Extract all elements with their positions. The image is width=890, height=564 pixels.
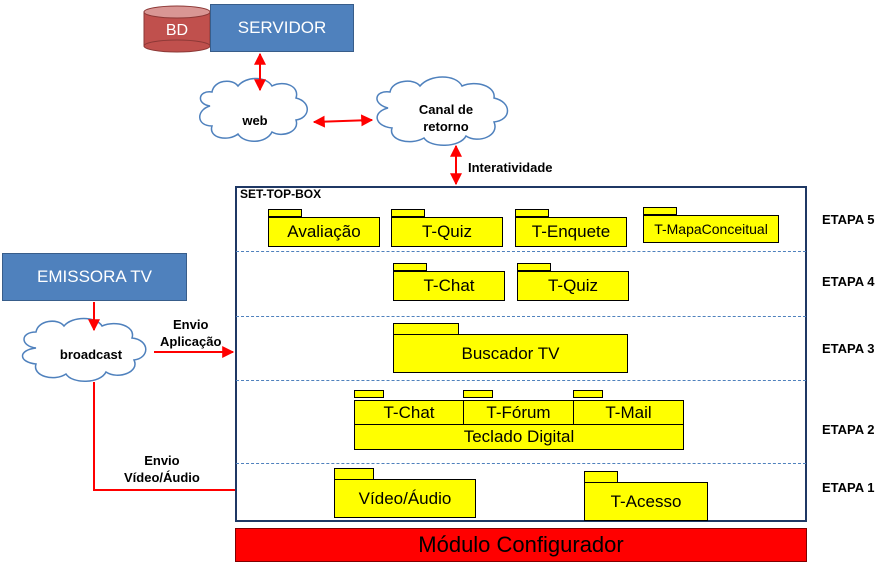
package-tquiz-etapa5: T-Quiz [391, 209, 503, 247]
canal-label: Canal de retorno [396, 98, 496, 138]
package-tmapaconceitual: T-MapaConceitual [643, 207, 779, 243]
web-label: web [242, 112, 268, 128]
package-tmail: T-Mail [573, 390, 684, 425]
package-tquiz-etapa4: T-Quiz [517, 263, 629, 301]
envio-aplicacao-note: Envio Aplicação [160, 317, 222, 349]
servidor-box: SERVIDOR [210, 4, 354, 52]
web-canal-arrow [312, 114, 374, 128]
envio-video-note: Envio Vídeo/Áudio [124, 453, 200, 485]
etapa-separator [236, 380, 806, 381]
package-avaliacao: Avaliação [268, 209, 380, 247]
package-buscador-tv: Buscador TV [393, 323, 628, 373]
canal-label-text: Canal de retorno [418, 102, 474, 134]
etapa-3-label: ETAPA 3 [822, 341, 875, 356]
set-top-box-title: SET-TOP-BOX [240, 187, 322, 201]
etapa-separator [236, 463, 806, 464]
package-tchat-etapa2: T-Chat [354, 390, 464, 425]
emissora-box: EMISSORA TV [2, 253, 187, 301]
broadcast-label: broadcast [59, 346, 123, 362]
etapa-1-label: ETAPA 1 [822, 480, 875, 495]
etapa-4-label: ETAPA 4 [822, 274, 875, 289]
etapa-separator [236, 316, 806, 317]
package-tforum: T-Fórum [463, 390, 574, 425]
package-tenquete: T-Enquete [515, 209, 627, 247]
modulo-configurador: Módulo Configurador [235, 528, 807, 562]
interatividade-note: Interatividade [468, 160, 553, 175]
etapa-separator [236, 251, 806, 252]
db-label: BD [165, 21, 189, 39]
package-tchat-etapa4: T-Chat [393, 263, 505, 301]
package-video-audio: Vídeo/Áudio [334, 468, 476, 518]
package-tacesso: T-Acesso [584, 471, 708, 521]
etapa-5-label: ETAPA 5 [822, 212, 875, 227]
etapa-2-label: ETAPA 2 [822, 422, 875, 437]
